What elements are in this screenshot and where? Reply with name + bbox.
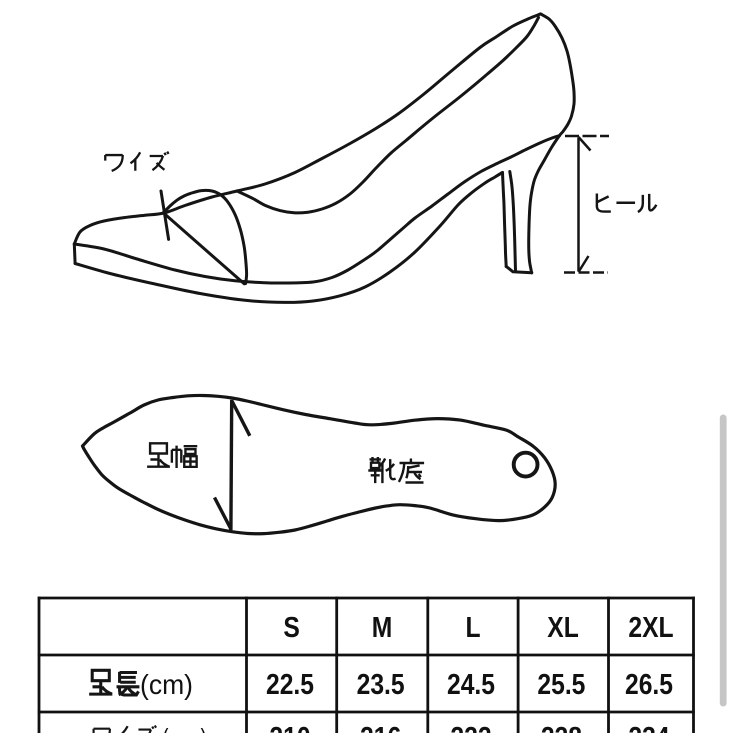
svg-text:22.5: 22.5 [266, 668, 314, 700]
svg-text:2XL: 2XL [628, 611, 673, 643]
svg-text:234: 234 [628, 721, 669, 733]
svg-text:228: 228 [541, 721, 582, 733]
svg-text:(mm): (mm) [162, 723, 207, 733]
svg-text:24.5: 24.5 [447, 668, 495, 700]
svg-text:L: L [465, 611, 480, 643]
svg-text:S: S [283, 611, 299, 643]
svg-text:XL: XL [547, 611, 578, 643]
svg-text:210: 210 [269, 721, 310, 733]
svg-text:25.5: 25.5 [537, 668, 585, 700]
svg-text:26.5: 26.5 [625, 668, 673, 700]
svg-text:216: 216 [360, 721, 401, 733]
svg-text:23.5: 23.5 [357, 668, 405, 700]
svg-text:M: M [372, 611, 393, 643]
svg-text:222: 222 [450, 721, 491, 733]
svg-text:(cm): (cm) [140, 669, 193, 700]
